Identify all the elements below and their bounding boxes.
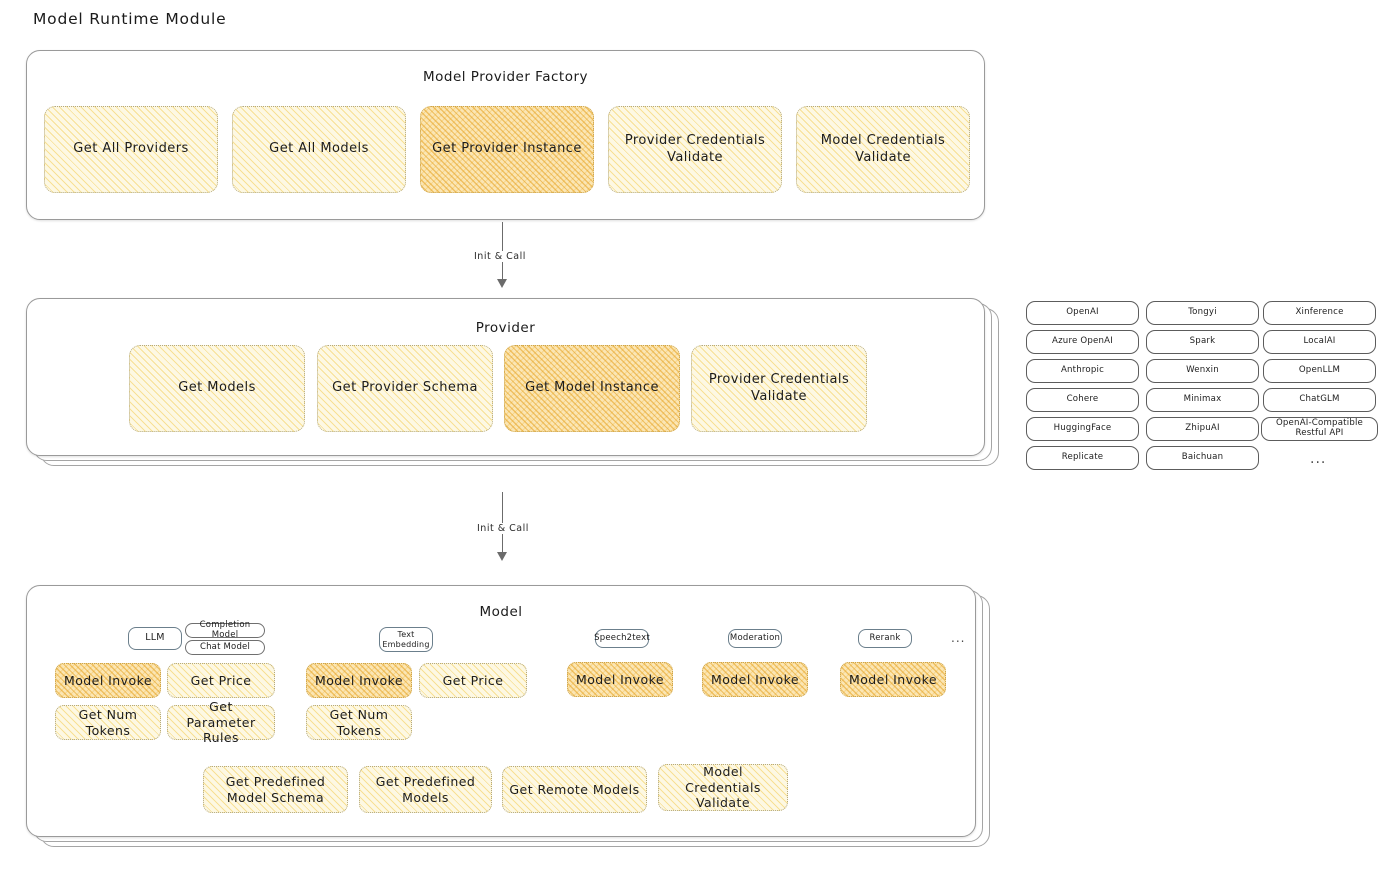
model-provider-factory-title: Model Provider Factory <box>422 69 588 85</box>
provider-tag-spark[interactable]: Spark <box>1146 330 1259 354</box>
arrow-factory-to-provider-head <box>497 279 507 288</box>
provider-tag-openai[interactable]: OpenAI <box>1026 301 1139 325</box>
provider-tag-wenxin[interactable]: Wenxin <box>1146 359 1259 383</box>
provider-tag-zhipuai[interactable]: ZhipuAI <box>1146 417 1259 441</box>
factory-method-get-all-models[interactable]: Get All Models <box>232 106 406 193</box>
provider-method-get-model-instance[interactable]: Get Model Instance <box>504 345 680 432</box>
arrow-label-init-and-call-1: Init & Call <box>470 251 530 262</box>
factory-method-model-credentials-validate[interactable]: Model Credentials Validate <box>796 106 970 193</box>
factory-method-get-provider-instance[interactable]: Get Provider Instance <box>420 106 594 193</box>
provider-tag-openllm[interactable]: OpenLLM <box>1263 359 1376 383</box>
arrow-provider-to-model-head <box>497 552 507 561</box>
provider-tag-openai-compatible-restful-api[interactable]: OpenAI-Compatible Restful API <box>1261 417 1378 441</box>
provider-tag-xinference[interactable]: Xinference <box>1263 301 1376 325</box>
model-type-rerank[interactable]: Rerank <box>858 629 912 648</box>
text-embedding-method-get-price[interactable]: Get Price <box>419 663 527 698</box>
model-type-moderation[interactable]: Moderation <box>728 629 782 648</box>
provider-tag-localai[interactable]: LocalAI <box>1263 330 1376 354</box>
model-method-model-credentials-validate[interactable]: Model Credentials Validate <box>658 764 788 811</box>
model-tag-chat-model[interactable]: Chat Model <box>185 640 265 655</box>
model-method-get-remote-models[interactable]: Get Remote Models <box>502 766 647 813</box>
page-title: Model Runtime Module <box>33 10 227 28</box>
provider-tag-azure-openai[interactable]: Azure OpenAI <box>1026 330 1139 354</box>
model-type-llm[interactable]: LLM <box>128 627 182 650</box>
provider-list-ellipsis: ... <box>1310 451 1327 467</box>
model-method-get-predefined-model-schema[interactable]: Get Predefined Model Schema <box>203 766 348 813</box>
provider-tag-cohere[interactable]: Cohere <box>1026 388 1139 412</box>
speech2text-method-model-invoke[interactable]: Model Invoke <box>567 662 673 697</box>
provider-tag-chatglm[interactable]: ChatGLM <box>1263 388 1376 412</box>
moderation-method-model-invoke[interactable]: Model Invoke <box>702 662 808 697</box>
rerank-method-model-invoke[interactable]: Model Invoke <box>840 662 946 697</box>
provider-tag-replicate[interactable]: Replicate <box>1026 446 1139 470</box>
model-types-ellipsis: ... <box>951 631 966 645</box>
provider-method-provider-credentials-validate[interactable]: Provider Credentials Validate <box>691 345 867 432</box>
arrow-label-init-and-call-2: Init & Call <box>473 523 533 534</box>
provider-tag-tongyi[interactable]: Tongyi <box>1146 301 1259 325</box>
model-method-get-predefined-models[interactable]: Get Predefined Models <box>359 766 492 813</box>
provider-tag-anthropic[interactable]: Anthropic <box>1026 359 1139 383</box>
llm-method-get-price[interactable]: Get Price <box>167 663 275 698</box>
factory-method-provider-credentials-validate[interactable]: Provider Credentials Validate <box>608 106 782 193</box>
provider-tag-huggingface[interactable]: HuggingFace <box>1026 417 1139 441</box>
factory-method-get-all-providers[interactable]: Get All Providers <box>44 106 218 193</box>
provider-tag-minimax[interactable]: Minimax <box>1146 388 1259 412</box>
provider-method-get-models[interactable]: Get Models <box>129 345 305 432</box>
text-embedding-method-get-num-tokens[interactable]: Get Num Tokens <box>306 705 412 740</box>
provider-title: Provider <box>475 320 536 336</box>
provider-method-get-provider-schema[interactable]: Get Provider Schema <box>317 345 493 432</box>
provider-tag-baichuan[interactable]: Baichuan <box>1146 446 1259 470</box>
model-title: Model <box>479 604 523 620</box>
llm-method-get-parameter-rules[interactable]: Get Parameter Rules <box>167 699 275 745</box>
model-tag-completion-model[interactable]: Completion Model <box>185 620 265 639</box>
llm-method-model-invoke[interactable]: Model Invoke <box>55 663 161 698</box>
llm-method-get-num-tokens[interactable]: Get Num Tokens <box>55 705 161 740</box>
model-type-speech2text[interactable]: Speech2text <box>594 629 650 648</box>
text-embedding-method-model-invoke[interactable]: Model Invoke <box>306 663 412 698</box>
model-type-text-embedding[interactable]: Text Embedding <box>379 627 433 652</box>
